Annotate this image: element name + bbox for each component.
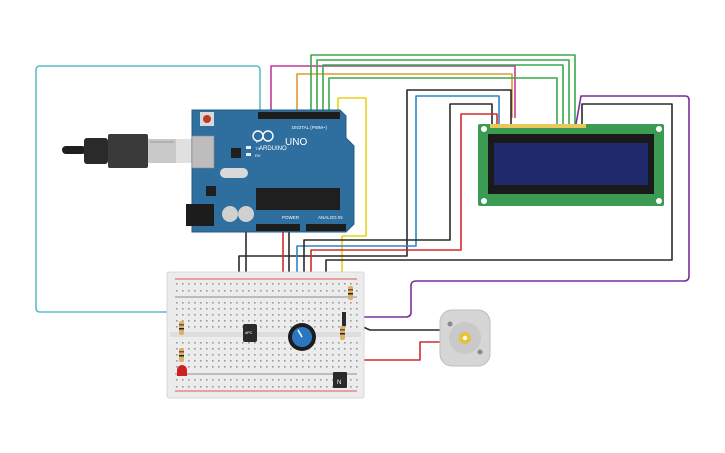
- digital-label: DIGITAL (PWM~): [292, 125, 327, 130]
- digital-header[interactable]: [258, 112, 340, 119]
- power-label: POWER: [282, 215, 300, 220]
- wire-yellow-pin[interactable]: [337, 97, 367, 284]
- rx-label: RX: [255, 153, 261, 158]
- power-header[interactable]: [256, 224, 300, 231]
- usb-port: [191, 135, 215, 169]
- usb-cable: [62, 134, 212, 168]
- breadboard[interactable]: [166, 271, 365, 399]
- wire-red-motor[interactable]: [345, 341, 440, 361]
- wires: [35, 54, 690, 361]
- transistor[interactable]: [333, 372, 347, 388]
- temp-sensor-label: dPC: [245, 331, 253, 335]
- wire-magenta-pin[interactable]: [270, 65, 516, 118]
- breadboard-components: dPC N: [177, 286, 353, 388]
- wire-green-pin-1[interactable]: [310, 54, 576, 124]
- arduino-model: UNO: [285, 137, 307, 148]
- lcd-screen: [494, 143, 648, 185]
- capacitor-2: [238, 206, 254, 222]
- small-chip: [231, 148, 241, 158]
- wire-green-pin-2[interactable]: [316, 59, 570, 124]
- analog-header[interactable]: [306, 224, 346, 231]
- arduino-brand: ARDUINO: [259, 146, 287, 152]
- diode[interactable]: [342, 312, 346, 326]
- arduino-uno-board[interactable]: ARDUINO UNO DIGITAL (PWM~) POWER ANALOG …: [186, 109, 355, 233]
- power-jack: [186, 204, 214, 226]
- wire-black-lcd-k[interactable]: [325, 103, 673, 284]
- dc-motor[interactable]: [439, 309, 491, 367]
- wire-cyan-power[interactable]: [35, 65, 261, 313]
- capacitor-1: [222, 206, 238, 222]
- lcd-module[interactable]: [478, 124, 664, 206]
- atmega-chip: [256, 188, 340, 210]
- analog-label: ANALOG IN: [318, 215, 343, 220]
- lcd-pin-header[interactable]: [490, 124, 586, 128]
- wire-purple-lcd-a[interactable]: [347, 95, 690, 318]
- wire-green-pin-3[interactable]: [322, 64, 564, 124]
- wire-black-lcd-rw[interactable]: [303, 103, 493, 284]
- wire-teal-lcd-vo[interactable]: [296, 95, 500, 284]
- transistor-label: N: [337, 380, 341, 386]
- l-label: L: [256, 139, 259, 144]
- tx-label: TX: [255, 146, 260, 151]
- wire-black-lcd-gnd[interactable]: [238, 89, 512, 284]
- temperature-sensor[interactable]: [243, 324, 257, 342]
- wire-green-pin-4[interactable]: [328, 77, 558, 124]
- crystal: [220, 168, 248, 178]
- wire-orange-pin[interactable]: [296, 73, 513, 118]
- wire-red-lcd-vcc[interactable]: [310, 113, 498, 284]
